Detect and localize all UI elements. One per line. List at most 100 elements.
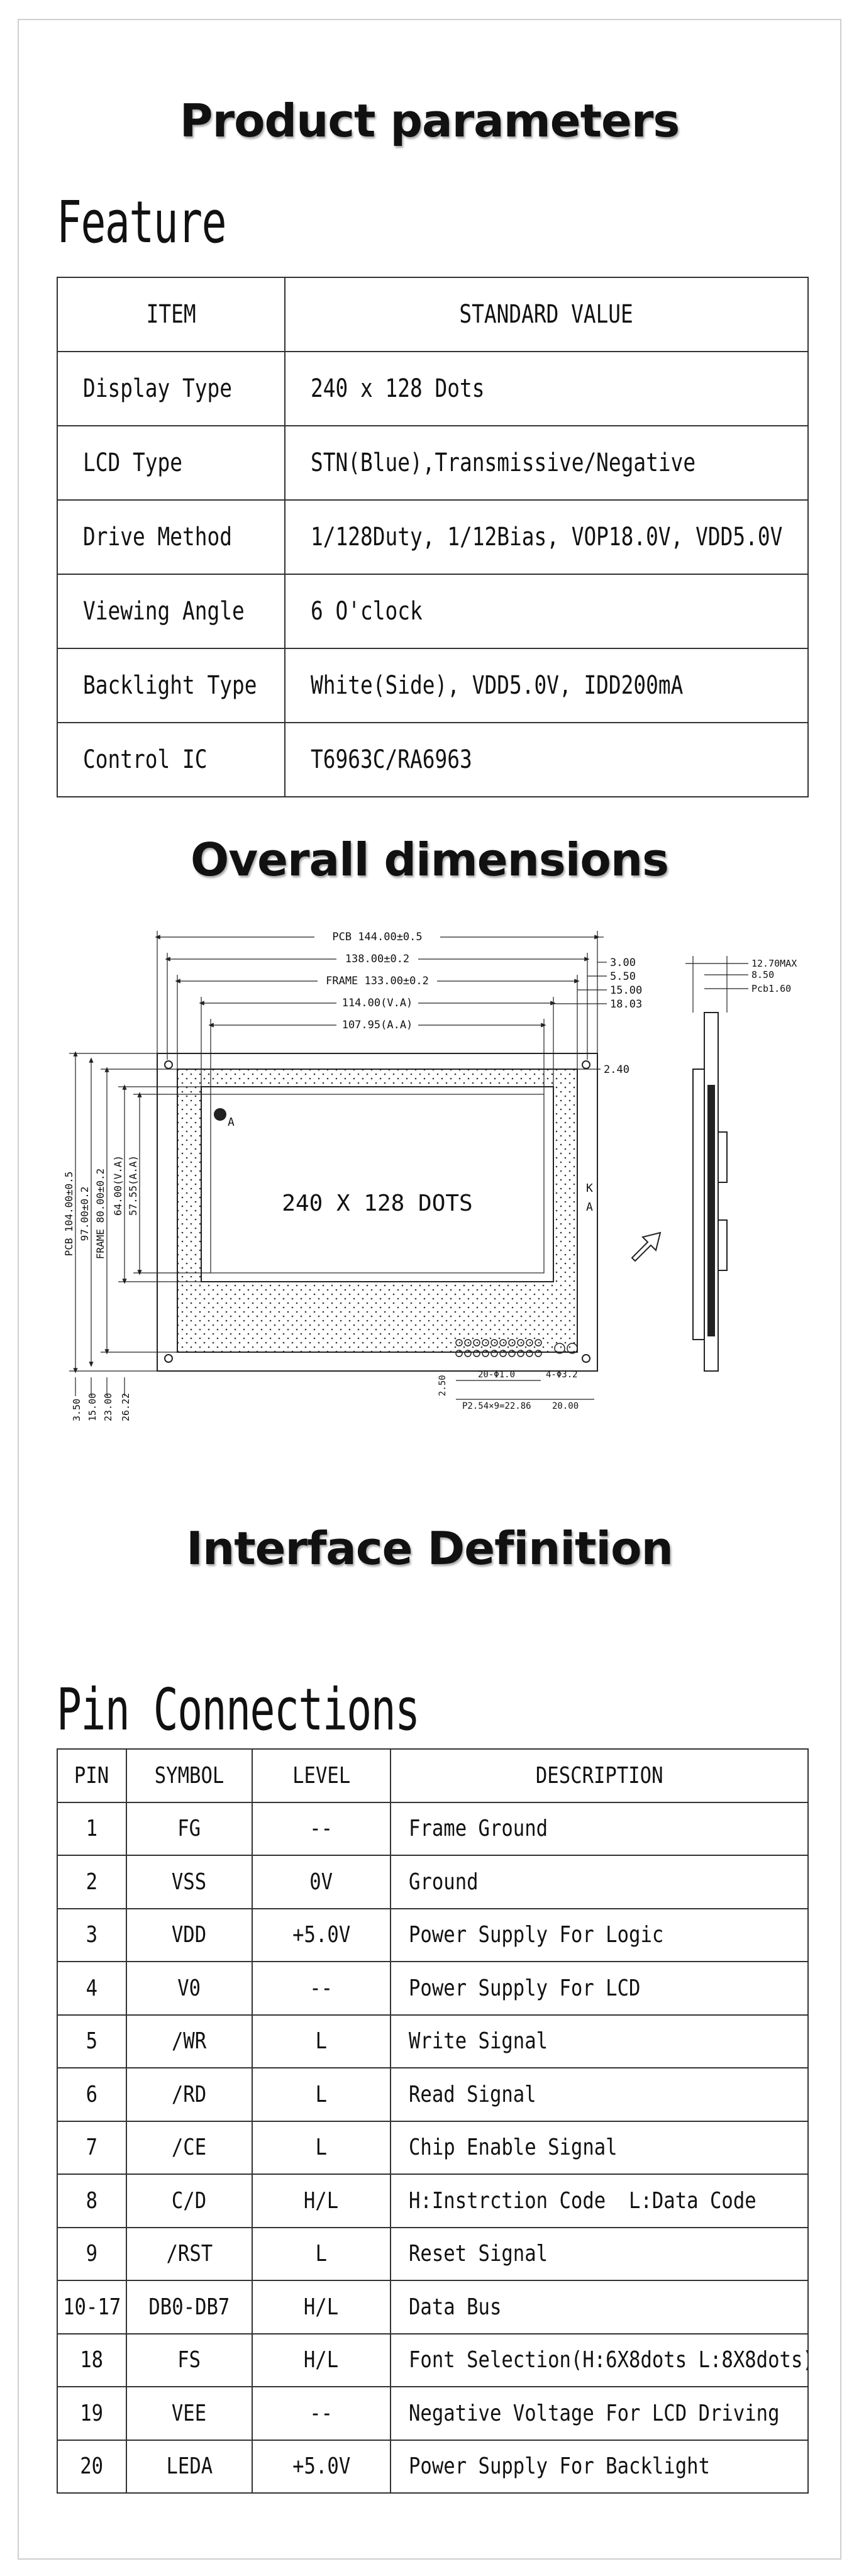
dim-conn-3: P2.54×9=22.86 [462,1401,531,1411]
pin-symbol: FG [126,1801,253,1856]
dim-top-pcb: PCB 144.00±0.5 [332,931,422,943]
pin-level: L [252,2226,391,2281]
feature-value: 6 O'clock [284,574,809,649]
pin-level: -- [252,1961,391,2016]
feature-item: Display Type [57,351,285,426]
dim-top-frame: FRAME 133.00±0.2 [326,975,429,987]
pin-level: +5.0V [252,2439,391,2494]
dimension-drawing: 240 X 128 DOTS A K A PCB 144.00±0.5 138.… [63,930,797,1421]
pin-level: 0V [252,1855,391,1909]
pin-number: 19 [57,2386,127,2441]
dim-bottom-0: 3.50 [71,1399,82,1421]
feature-item: Viewing Angle [57,574,285,649]
pin-description: Read Signal [390,2067,809,2122]
pin-header-level: LEVEL [252,1748,391,1803]
dim-conn-2: 4-Φ3.2 [546,1370,578,1380]
dim-right-0: 3.00 [610,957,636,969]
pin-description: Font Selection(H:6X8dots L:8X8dots) [390,2333,809,2387]
pin-level: H/L [252,2333,391,2387]
dim-top-aa: 107.95(A.A) [342,1019,413,1031]
pin-level: +5.0V [252,1907,391,1962]
pin-description: Ground [390,1855,809,1909]
pin-level: L [252,2067,391,2122]
feature-value: STN(Blue),Transmissive/Negative [284,425,809,501]
dim-top-va: 114.00(V.A) [342,997,413,1009]
mount-hole [582,1354,590,1363]
feature-header-value: STANDARD VALUE [284,277,809,352]
pin-description: Negative Voltage For LCD Driving [390,2386,809,2441]
active-area [210,1094,545,1274]
pin-level: -- [252,2386,391,2441]
table-row: Drive Method 1/128Duty, 1/12Bias, VOP18.… [57,499,809,575]
interface-definition-heading: Interface Definition [186,1522,673,1575]
pin-number: 8 [57,2174,127,2228]
pin-number: 7 [57,2120,127,2175]
feature-value: T6963C/RA6963 [284,722,809,797]
pin-description: Frame Ground [390,1801,809,1856]
pin-level: L [252,2120,391,2175]
feature-item: Backlight Type [57,648,285,723]
a-mark-right: A [586,1201,593,1214]
feature-table: ITEM STANDARD VALUE Display Type 240 x 1… [57,277,809,797]
mount-hole [164,1354,173,1363]
pcb-outline [157,1053,598,1372]
dim-left-aa: 57.55(A.A) [127,1155,139,1216]
pin-level: L [252,2014,391,2068]
dim-bottom-2: 23.00 [103,1393,114,1421]
pin-description: Power Supply For Logic [390,1907,809,1962]
dim-left-frame: FRAME 80.00±0.2 [94,1169,106,1260]
side-view-ic [718,1131,728,1183]
side-view-panel [692,1069,705,1340]
pin-number: 6 [57,2067,127,2122]
pin-header-description: DESCRIPTION [390,1748,809,1803]
pin-symbol: VEE [126,2386,253,2441]
pin-level: -- [252,1801,391,1856]
pin-description: Write Signal [390,2014,809,2068]
pin-description: Reset Signal [390,2226,809,2281]
pin-number: 4 [57,1961,127,2016]
pin-description: Chip Enable Signal [390,2120,809,2175]
a-mark-circle [214,1108,226,1121]
pin-header-symbol: SYMBOL [126,1748,253,1803]
pin-number: 5 [57,2014,127,2068]
feature-item: Control IC [57,722,285,797]
pin-symbol: VSS [126,1855,253,1909]
dim-right-3: 18.03 [610,998,642,1011]
dim-conn-1: 20-Φ1.0 [478,1370,515,1380]
pin-connections-title: Pin Connections [57,1676,420,1743]
dim-left-va: 64.00(V.A) [112,1155,124,1216]
pin-number: 10-17 [57,2280,127,2334]
dim-bottom-1: 15.00 [87,1393,98,1421]
view-arrow-icon [631,1231,662,1262]
pin-symbol: C/D [126,2174,253,2228]
pin-description: Power Supply For Backlight [390,2439,809,2494]
feature-item: Drive Method [57,499,285,575]
pin-symbol: /RST [126,2226,253,2281]
table-row: Control IC T6963C/RA6963 [57,722,809,797]
pin-symbol: VDD [126,1907,253,1962]
product-parameters-heading: Product parameters [179,94,680,147]
table-row: Viewing Angle 6 O'clock [57,574,809,649]
dim-bottom-3: 26.22 [120,1393,131,1421]
overall-dimensions-heading: Overall dimensions [191,833,669,886]
pin-symbol: LEDA [126,2439,253,2494]
pin-level: H/L [252,2174,391,2228]
pin-number: 3 [57,1907,127,1962]
drawing-center-label: 240 X 128 DOTS [282,1191,472,1216]
side-view-ic [718,1219,728,1271]
pin-header-pin: PIN [57,1748,127,1803]
pin-symbol: DB0-DB7 [126,2280,253,2334]
feature-value: White(Side), VDD5.0V, IDD200mA [284,648,809,723]
dim-left-pcb: PCB 104.00±0.5 [63,1172,75,1257]
